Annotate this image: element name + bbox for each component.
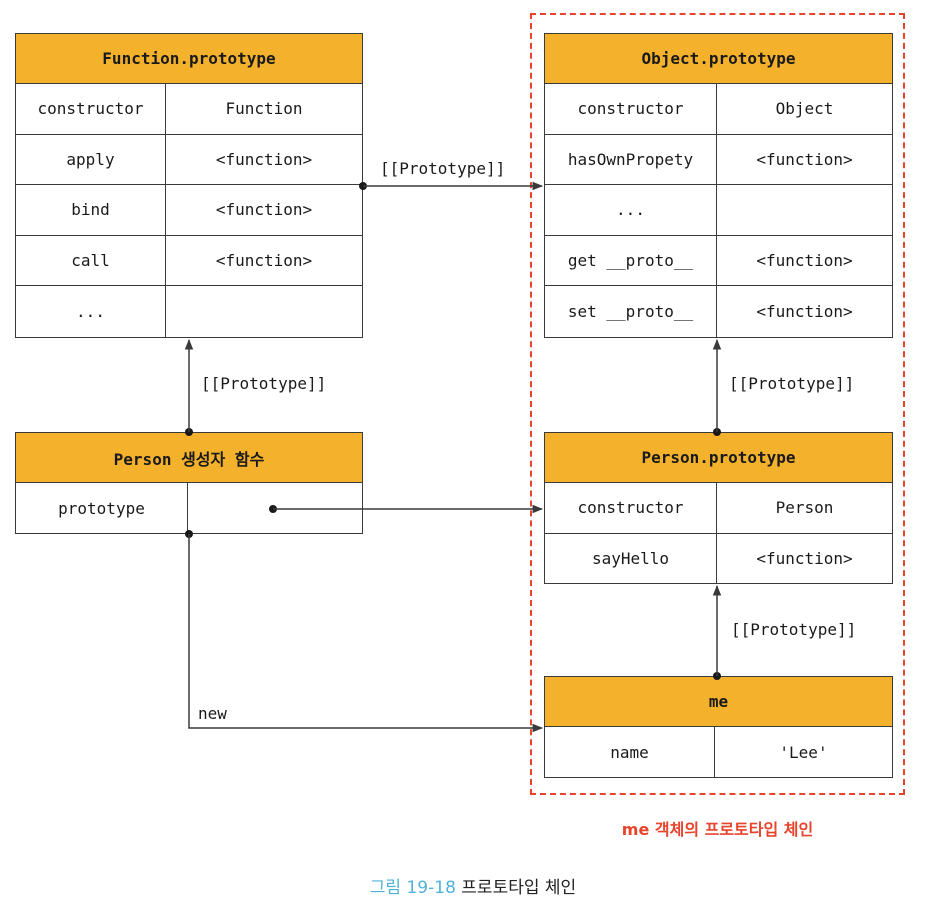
- property-key: prototype: [16, 483, 188, 534]
- property-key: get __proto__: [545, 235, 717, 285]
- property-value: <function>: [215, 200, 313, 220]
- property-value: <function>: [215, 149, 313, 169]
- property-value: Function: [225, 99, 303, 119]
- property-key: set __proto__: [545, 286, 717, 337]
- table-row: set __proto__ <function>: [545, 286, 892, 337]
- property-value: Person: [775, 498, 834, 518]
- property-value: <function>: [215, 250, 313, 270]
- property-key: ...: [545, 185, 717, 235]
- table-row: ...: [545, 185, 892, 236]
- prototype-link-label: [[Prototype]]: [201, 374, 327, 393]
- property-value: <function>: [756, 250, 853, 270]
- property-value: Object: [775, 99, 834, 119]
- figure-number: 그림 19-18: [369, 878, 456, 898]
- person-constructor-table: Person 생성자 함수 prototype: [15, 432, 363, 534]
- property-key: ...: [16, 286, 166, 337]
- table-row: ...: [16, 286, 362, 337]
- figure-title: 프로토타입 체인: [461, 878, 577, 898]
- arrow-me-to-personproto: [712, 584, 722, 680]
- property-key: apply: [16, 134, 166, 184]
- function-prototype-table: Function.prototype constructor Function …: [15, 33, 363, 338]
- property-value: 'Lee': [779, 742, 828, 762]
- table-row: sayHello <function>: [545, 533, 892, 584]
- property-key: constructor: [545, 84, 717, 134]
- object-prototype-table: Object.prototype constructor Object hasO…: [544, 33, 893, 338]
- table-header: Person.prototype: [545, 433, 892, 483]
- prototype-link-label: [[Prototype]]: [731, 620, 857, 639]
- table-row: apply <function>: [16, 134, 362, 185]
- table-row: constructor Person: [545, 483, 892, 534]
- table-row: constructor Function: [16, 84, 362, 135]
- new-label: new: [198, 704, 227, 723]
- property-key: sayHello: [545, 533, 717, 584]
- property-key: constructor: [16, 84, 166, 134]
- arrow-personproto-to-object: [712, 338, 722, 436]
- table-header: Person 생성자 함수: [16, 433, 362, 483]
- table-header: me: [545, 677, 892, 727]
- figure-caption: 그림 19-18 프로토타입 체인: [0, 873, 946, 898]
- table-header: Function.prototype: [16, 34, 362, 84]
- arrow-function-to-object: [359, 181, 544, 191]
- arrow-person-to-function: [184, 338, 194, 436]
- prototype-chain-box: [530, 13, 905, 795]
- arrow-new: [185, 530, 544, 733]
- chain-title: me 객체의 프로토타입 체인: [621, 820, 814, 839]
- table-row: name 'Lee': [545, 727, 892, 778]
- table-row: get __proto__ <function>: [545, 235, 892, 286]
- table-row: prototype: [16, 483, 362, 534]
- property-key: name: [545, 727, 715, 778]
- table-row: call <function>: [16, 235, 362, 286]
- table-header: Object.prototype: [545, 34, 892, 84]
- table-row: constructor Object: [545, 84, 892, 135]
- property-key: call: [16, 235, 166, 285]
- prototype-link-label: [[Prototype]]: [380, 159, 506, 178]
- property-value: <function>: [756, 549, 853, 569]
- table-row: hasOwnPropety <function>: [545, 134, 892, 185]
- property-value: <function>: [756, 149, 853, 169]
- property-key: hasOwnPropety: [545, 134, 717, 184]
- table-row: bind <function>: [16, 185, 362, 236]
- arrow-prototype-property: [269, 504, 544, 514]
- person-prototype-table: Person.prototype constructor Person sayH…: [544, 432, 893, 584]
- property-value: <function>: [756, 301, 853, 321]
- property-key: constructor: [545, 483, 717, 533]
- property-key: bind: [16, 185, 166, 235]
- prototype-link-label: [[Prototype]]: [729, 374, 855, 393]
